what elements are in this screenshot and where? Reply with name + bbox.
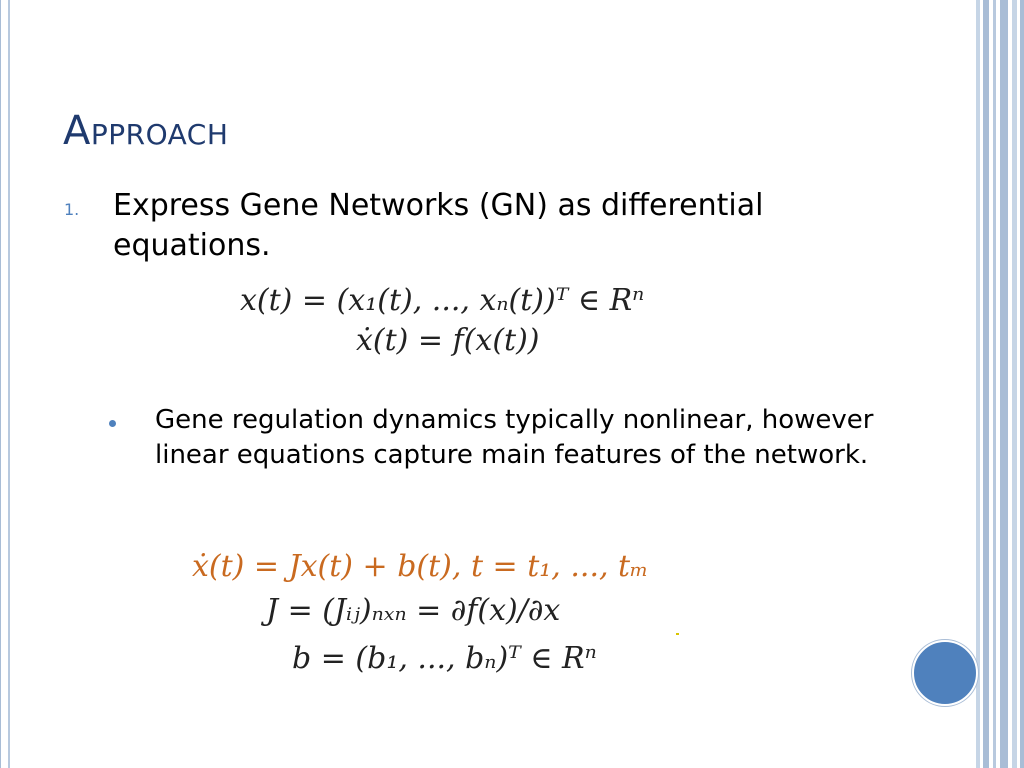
sub-bullet-text: Gene regulation dynamics typically nonli… bbox=[155, 405, 874, 470]
left-frame-border bbox=[0, 0, 10, 768]
stray-mark bbox=[676, 633, 679, 635]
bullet-icon bbox=[109, 420, 116, 427]
equation-line: ẋ(t) = Jx(t) + b(t), t = t₁, ..., tₘ bbox=[192, 549, 649, 584]
equation-line: b = (b₁, ..., bₙ)ᵀ ∈ Rⁿ bbox=[292, 641, 597, 676]
equation-line: J = (Jᵢⱼ)ₙₓₙ = ∂f(x)/∂x bbox=[266, 593, 561, 628]
list-number: 1. bbox=[64, 200, 80, 219]
equation-line: x(t) = (x₁(t), ..., xₙ(t))ᵀ ∈ Rⁿ bbox=[240, 283, 645, 318]
right-frame-border bbox=[976, 0, 1024, 768]
list-item-text: Express Gene Networks (GN) as differenti… bbox=[113, 188, 764, 263]
decorative-circle bbox=[912, 640, 978, 706]
equation-line: ẋ(t) = f(x(t)) bbox=[356, 323, 540, 358]
slide-title: Approach bbox=[63, 108, 229, 154]
